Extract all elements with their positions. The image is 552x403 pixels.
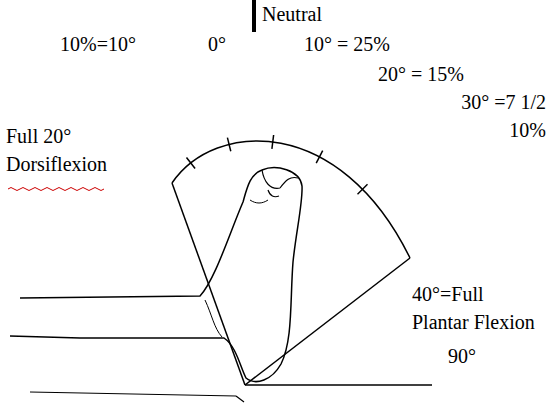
right-angle-line	[245, 384, 432, 386]
tick-mark	[187, 158, 196, 169]
tick-mark	[272, 135, 274, 149]
table-edge	[30, 392, 244, 402]
angle-label: 40°=Full Plantar Flexion	[412, 280, 542, 336]
foot-outline	[10, 168, 302, 382]
toe-lines	[262, 170, 298, 197]
spellcheck-squiggle	[8, 188, 104, 191]
tick-marks	[187, 135, 368, 194]
tick-mark	[358, 184, 368, 194]
tick-mark	[316, 151, 323, 163]
ankle-line	[205, 300, 222, 337]
neutral-bar	[252, 0, 256, 32]
toe-crease	[250, 200, 268, 203]
angle-label: 90°	[448, 342, 476, 370]
plantar-limit-line	[245, 258, 410, 385]
range-arc	[172, 141, 410, 258]
angle-label: Full 20° Dorsiflexion	[6, 122, 118, 178]
angle-label: Neutral	[262, 0, 322, 28]
tick-mark	[227, 138, 230, 152]
angle-label: 10%=10°	[60, 30, 136, 58]
angle-label: 30° =7 1/2 10%	[440, 88, 546, 144]
angle-label: 0°	[208, 30, 226, 58]
angle-label: 10° = 25%	[304, 30, 390, 58]
angle-label: 20° = 15%	[378, 60, 464, 88]
